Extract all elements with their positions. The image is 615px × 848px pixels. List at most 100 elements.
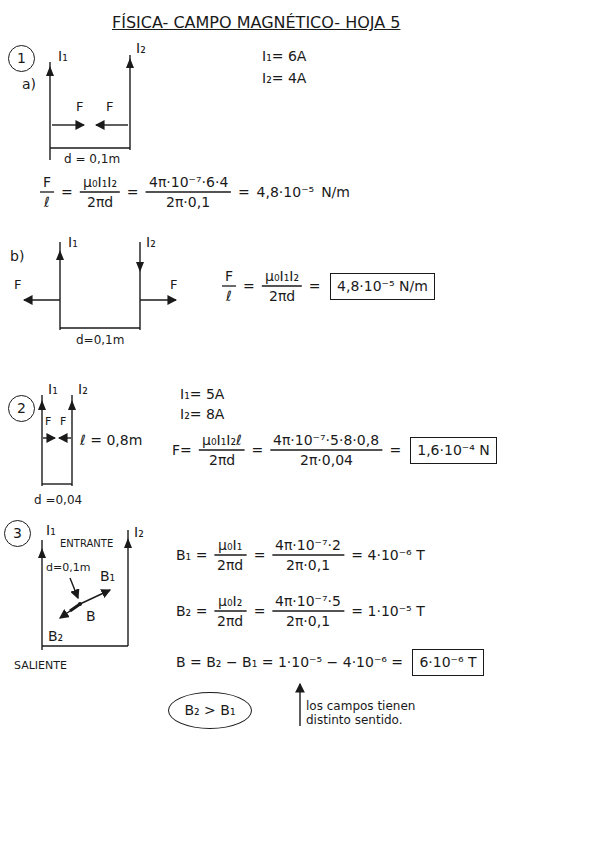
formula-text: F — [45, 416, 51, 429]
current-arrow — [136, 262, 144, 272]
fraction-bar — [272, 554, 344, 555]
formula-text: 2π·0,1 — [286, 557, 330, 573]
formula-text: ℓ — [226, 288, 232, 304]
wire — [129, 55, 130, 150]
field-point — [78, 602, 82, 606]
formula-text: = — [309, 278, 321, 294]
formula-text: F — [76, 100, 83, 115]
problem-number-text: 2 — [17, 400, 26, 416]
formula-text: 2πd — [209, 452, 235, 468]
result-box-text: 6·10⁻⁶ T — [419, 654, 476, 670]
formula-text: 2πd — [217, 557, 243, 573]
formula-text: 4π·10⁻⁷·6·4 — [149, 174, 228, 190]
result-box: 4,8·10⁻⁵ N/m — [330, 273, 435, 300]
formula-text: μ₀I₁I₂ℓ — [202, 432, 242, 448]
fraction-bars — [40, 192, 382, 611]
problem-number: 3 — [4, 520, 31, 547]
formula-text: 4π·10⁻⁷·5 — [275, 593, 341, 609]
formula-text: 2π·0,1 — [286, 613, 330, 629]
formula-text: d =0,04 — [34, 494, 82, 508]
formula-text: μ₀I₁I₂ — [83, 174, 117, 190]
fraction-bar — [199, 449, 245, 450]
formula-text: B₂ = — [176, 603, 207, 619]
fraction-bar — [214, 610, 246, 611]
formula-text: 2πd — [217, 613, 243, 629]
problem-number-text: 1 — [17, 50, 26, 66]
formula-text: I₁ — [68, 234, 78, 250]
formula-text: = — [61, 184, 73, 200]
result-box: 1,6·10⁻⁴ N — [410, 437, 497, 464]
formula-text: ENTRANTE — [60, 538, 113, 550]
formula-text: 2πd — [269, 288, 295, 304]
formula-text: B₂ — [48, 628, 63, 644]
formula-text: 2π·0,1 — [166, 194, 210, 210]
current-arrow — [126, 58, 134, 68]
current-arrow — [124, 538, 132, 548]
formula-text: F= — [172, 442, 192, 458]
formula-text: = — [127, 184, 139, 200]
formula-text: = 1·10⁻⁵ T — [351, 603, 424, 619]
problem-number: 2 — [8, 395, 35, 422]
leader-arrow — [299, 684, 300, 726]
page-title: FÍSICA- CAMPO MAGNÉTICO- HOJA 5 — [112, 14, 400, 32]
result-box-text: 4,8·10⁻⁵ N/m — [337, 278, 428, 294]
formula-text: I₁= 5A — [180, 386, 224, 402]
fraction-bar — [222, 285, 236, 286]
formula-text: I₂ — [146, 234, 156, 250]
current-arrow — [38, 400, 46, 410]
formula-text: I₁ — [46, 522, 56, 538]
formula-text: 4,8·10⁻⁵ — [257, 184, 315, 200]
formula-text: 4π·10⁻⁷·2 — [275, 537, 341, 553]
formula-text: d=0,1m — [76, 334, 124, 348]
formula-text: I₂ — [136, 40, 146, 56]
distance-line — [42, 645, 128, 646]
formula-text: a) — [22, 76, 36, 92]
formula-text: B₁ = — [176, 547, 207, 563]
formula-text: ℓ = 0,8m — [80, 432, 142, 448]
formula-text: I₂ — [134, 524, 144, 540]
formula-text: I₂= 8A — [180, 406, 224, 422]
formula-text: F — [43, 174, 51, 190]
fraction-bar — [40, 191, 54, 192]
problem-number-text: 3 — [13, 525, 22, 541]
formula-text: 4π·10⁻⁷·5·8·0,8 — [273, 432, 379, 448]
formula-text: I₁ — [48, 381, 58, 397]
force-arrow — [43, 437, 55, 438]
formula-text: B — [86, 608, 96, 624]
formula-text: μ₀I₂ — [218, 593, 242, 609]
fraction-bar — [80, 191, 120, 192]
wire — [139, 242, 140, 330]
note-text: los campos tienen distinto sentido. — [306, 700, 441, 728]
distance-line — [50, 147, 130, 148]
current-arrow — [46, 66, 54, 76]
problem-number: 1 — [8, 45, 35, 72]
distance-line — [42, 483, 72, 484]
formula-text: = — [243, 278, 255, 294]
formula-text: N/m — [321, 184, 350, 200]
formula-text: = — [254, 603, 266, 619]
formula-text: B₁ — [100, 568, 115, 584]
fraction-bar — [214, 554, 246, 555]
formula-text: F — [106, 100, 113, 115]
field-vector — [60, 604, 80, 618]
note-ellipse: B₂ > B₁ — [168, 692, 252, 729]
formula-text: I₂ — [78, 381, 88, 397]
current-arrow — [56, 250, 64, 260]
force-arrow — [59, 437, 71, 438]
formula-text: = — [252, 442, 264, 458]
fraction-bar — [146, 191, 231, 192]
fraction-bar — [262, 285, 302, 286]
current-arrow — [68, 400, 76, 410]
formula-text: 2πd — [87, 194, 113, 210]
formula-text: = 4·10⁻⁶ T — [351, 547, 424, 563]
force-arrow — [140, 299, 176, 300]
distance-line — [60, 327, 140, 328]
formula-text: μ₀I₁ — [218, 537, 242, 553]
current-arrow — [38, 548, 46, 558]
fraction-bar — [270, 449, 382, 450]
formula-text: I₁= 6A — [262, 48, 306, 64]
formula-text: F — [14, 278, 21, 293]
note-ellipse-text: B₂ > B₁ — [184, 702, 235, 718]
formula-text: μ₀I₁I₂ — [265, 268, 299, 284]
